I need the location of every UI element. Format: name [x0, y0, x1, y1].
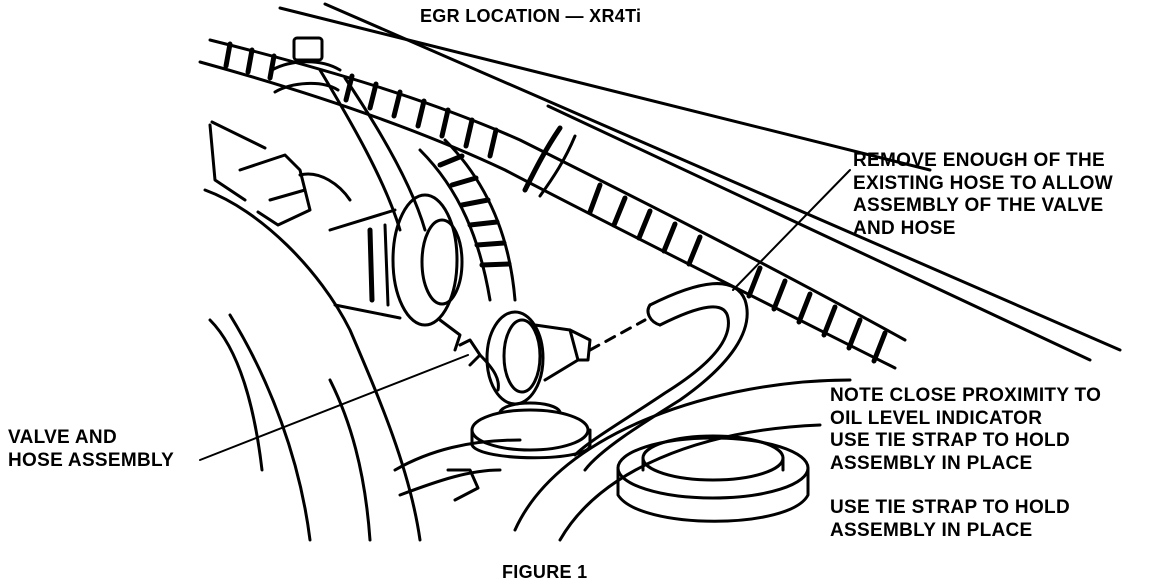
leader-valve-assembly [199, 354, 469, 461]
callout-valve-assembly: VALVE AND HOSE ASSEMBLY [8, 427, 174, 472]
callout-remove-hose: REMOVE ENOUGH OF THE EXISTING HOSE TO AL… [853, 150, 1113, 240]
leader-lines [199, 169, 851, 461]
callout-remove-hose-line-1: REMOVE ENOUGH OF THE [853, 150, 1105, 171]
shroud-lines [513, 378, 852, 542]
callout-remove-hose-line-2: EXISTING HOSE TO ALLOW [853, 172, 1113, 194]
callout-proximity: NOTE CLOSE PROXIMITY TO OIL LEVEL INDICA… [830, 385, 1101, 475]
callout-valve-assembly-line-1: VALVE AND [8, 427, 117, 448]
branch-loom [418, 138, 517, 302]
hood-panel-lines [278, 2, 1122, 362]
callout-remove-hose-line-4: AND HOSE [853, 217, 956, 239]
callout-remove-hose-line-3: ASSEMBLY OF THE VALVE [853, 195, 1104, 216]
vacuum-hose-upper [270, 36, 427, 232]
oil-level-indicator [446, 401, 592, 502]
callout-proximity-line-2: OIL LEVEL INDICATOR [830, 407, 1043, 429]
callout-tie-strap: USE TIE STRAP TO HOLD ASSEMBLY IN PLACE [830, 497, 1070, 542]
inline-valve [458, 310, 647, 406]
callout-proximity-line-3: USE TIE STRAP TO HOLD [830, 430, 1070, 451]
egr-valve [328, 193, 464, 352]
hose-loop [573, 282, 749, 472]
leader-remove-hose [732, 169, 851, 291]
figure-caption: FIGURE 1 [502, 562, 588, 582]
callout-proximity-line-4: ASSEMBLY IN PLACE [830, 452, 1033, 474]
filler-ring [616, 434, 810, 523]
callout-valve-assembly-line-2: HOSE ASSEMBLY [8, 449, 175, 471]
figure-title: EGR LOCATION — XR4Ti [420, 6, 642, 26]
callout-tie-strap-line-1: USE TIE STRAP TO HOLD [830, 497, 1070, 518]
callout-tie-strap-line-2: ASSEMBLY IN PLACE [830, 519, 1033, 541]
wiring-loom [198, 38, 907, 370]
callout-proximity-line-1: NOTE CLOSE PROXIMITY TO [830, 385, 1102, 406]
engine-block [203, 120, 522, 542]
